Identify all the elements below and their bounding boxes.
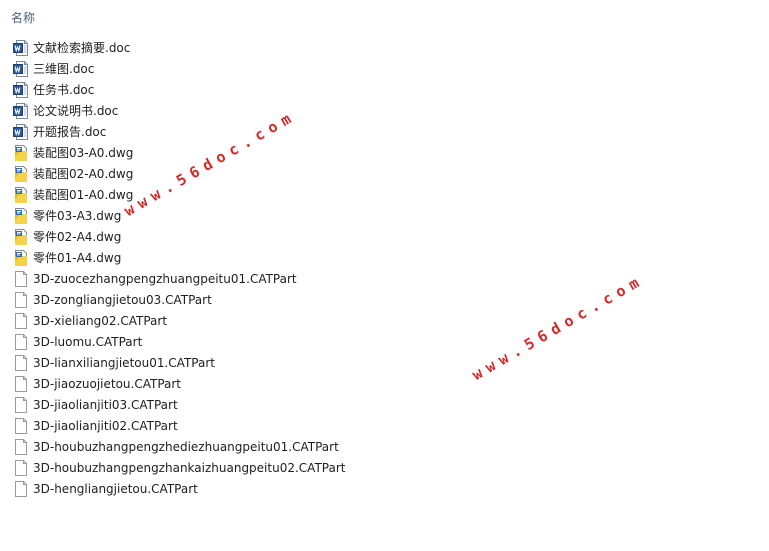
file-name: 3D-zongliangjietou03.CATPart <box>33 292 212 307</box>
file-item[interactable]: 零件03-A3.dwg <box>13 205 345 226</box>
blank-file-icon <box>15 438 27 455</box>
file-item[interactable]: 3D-hengliangjietou.CATPart <box>13 478 345 499</box>
word-doc-icon <box>13 60 28 77</box>
file-name: 装配图03-A0.dwg <box>33 146 134 160</box>
blank-file-icon <box>15 417 27 434</box>
file-item[interactable]: 论文说明书.doc <box>13 100 345 121</box>
file-name: 3D-jiaolianjiti02.CATPart <box>33 418 178 433</box>
dwg-file-icon <box>15 249 27 266</box>
file-name: 3D-jiaolianjiti03.CATPart <box>33 397 178 412</box>
blank-file-icon <box>15 312 27 329</box>
file-item[interactable]: 装配图03-A0.dwg <box>13 142 345 163</box>
file-item[interactable]: 装配图02-A0.dwg <box>13 163 345 184</box>
word-doc-icon <box>13 123 28 140</box>
blank-file-icon <box>15 396 27 413</box>
word-doc-icon <box>13 81 28 98</box>
file-item[interactable]: 装配图01-A0.dwg <box>13 184 345 205</box>
file-item[interactable]: 3D-zuocezhangpengzhuangpeitu01.CATPart <box>13 268 345 289</box>
blank-file-icon <box>15 270 27 287</box>
blank-file-icon <box>15 375 27 392</box>
file-name: 3D-zuocezhangpengzhuangpeitu01.CATPart <box>33 271 297 286</box>
file-item[interactable]: 3D-houbuzhangpengzhediezhuangpeitu01.CAT… <box>13 436 345 457</box>
blank-file-icon <box>15 459 27 476</box>
file-list: 文献检索摘要.doc 三维图.doc 任务书.doc 论文说明书.doc 开题报告.do… <box>13 37 345 499</box>
file-name: 任务书.doc <box>33 83 95 97</box>
file-item[interactable]: 3D-jiaolianjiti03.CATPart <box>13 394 345 415</box>
blank-file-icon <box>15 333 27 350</box>
file-item[interactable]: 3D-jiaozuojietou.CATPart <box>13 373 345 394</box>
watermark-text: www.56doc.com <box>469 270 648 384</box>
file-name: 三维图.doc <box>33 62 95 76</box>
file-name: 3D-lianxiliangjietou01.CATPart <box>33 355 215 370</box>
dwg-file-icon <box>15 207 27 224</box>
file-item[interactable]: 3D-zongliangjietou03.CATPart <box>13 289 345 310</box>
dwg-file-icon <box>15 144 27 161</box>
word-doc-icon <box>13 39 28 56</box>
file-item[interactable]: 3D-jiaolianjiti02.CATPart <box>13 415 345 436</box>
file-name: 零件03-A3.dwg <box>33 209 122 223</box>
column-header-name[interactable]: 名称 <box>11 11 36 25</box>
file-item[interactable]: 文献检索摘要.doc <box>13 37 345 58</box>
file-item[interactable]: 零件01-A4.dwg <box>13 247 345 268</box>
file-name: 3D-houbuzhangpengzhankaizhuangpeitu02.CA… <box>33 460 346 475</box>
file-name: 零件01-A4.dwg <box>33 251 122 265</box>
file-item[interactable]: 3D-houbuzhangpengzhankaizhuangpeitu02.CA… <box>13 457 345 478</box>
file-name: 装配图02-A0.dwg <box>33 167 134 181</box>
dwg-file-icon <box>15 186 27 203</box>
blank-file-icon <box>15 354 27 371</box>
file-name: 开题报告.doc <box>33 125 107 139</box>
file-name: 零件02-A4.dwg <box>33 230 122 244</box>
file-name: 3D-jiaozuojietou.CATPart <box>33 376 182 391</box>
file-item[interactable]: 3D-luomu.CATPart <box>13 331 345 352</box>
blank-file-icon <box>15 480 27 497</box>
file-name: 3D-hengliangjietou.CATPart <box>33 481 198 496</box>
file-item[interactable]: 3D-xieliang02.CATPart <box>13 310 345 331</box>
file-name: 装配图01-A0.dwg <box>33 188 134 202</box>
word-doc-icon <box>13 102 28 119</box>
file-name: 3D-luomu.CATPart <box>33 334 143 349</box>
blank-file-icon <box>15 291 27 308</box>
file-item[interactable]: 任务书.doc <box>13 79 345 100</box>
dwg-file-icon <box>15 165 27 182</box>
file-name: 3D-xieliang02.CATPart <box>33 313 168 328</box>
file-name: 论文说明书.doc <box>33 104 119 118</box>
file-name: 文献检索摘要.doc <box>33 41 131 55</box>
file-item[interactable]: 三维图.doc <box>13 58 345 79</box>
dwg-file-icon <box>15 228 27 245</box>
file-item[interactable]: 3D-lianxiliangjietou01.CATPart <box>13 352 345 373</box>
file-item[interactable]: 开题报告.doc <box>13 121 345 142</box>
file-name: 3D-houbuzhangpengzhediezhuangpeitu01.CAT… <box>33 439 339 454</box>
file-item[interactable]: 零件02-A4.dwg <box>13 226 345 247</box>
